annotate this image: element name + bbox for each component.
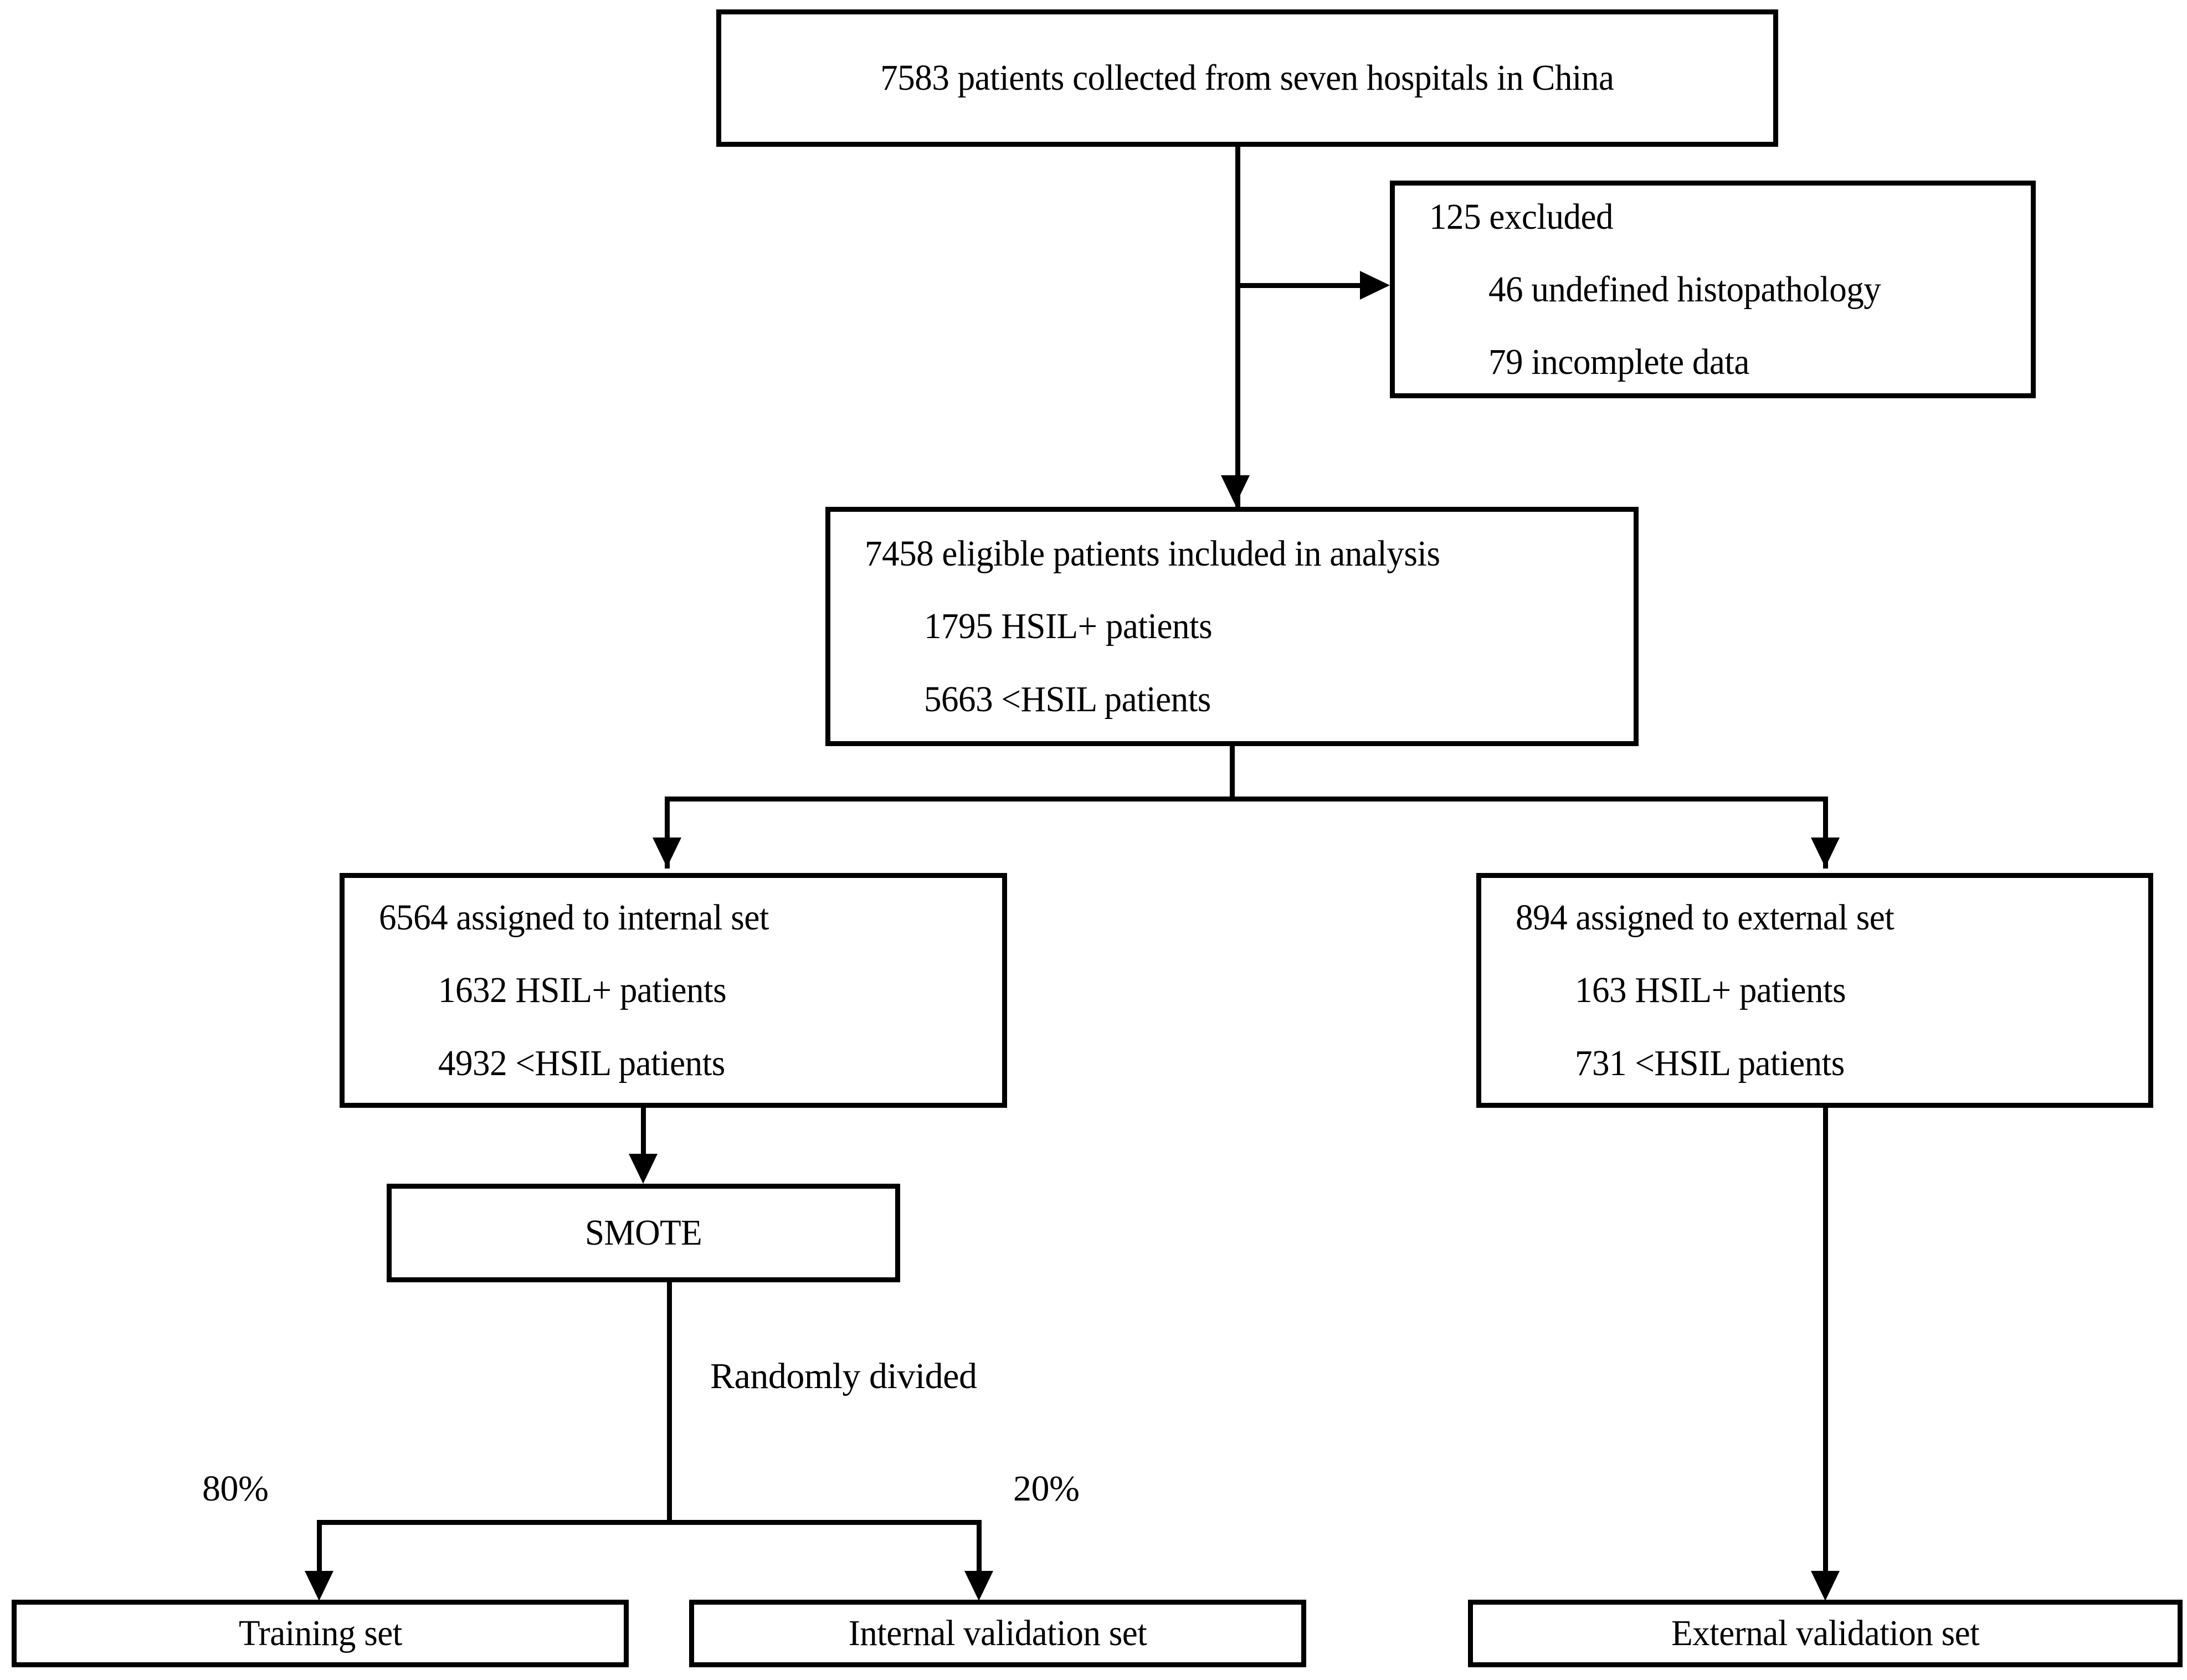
node-internal-validation-set-label: Internal validation set: [848, 1613, 1147, 1654]
node-source-cohort[interactable]: 7583 patients collected from seven hospi…: [716, 9, 1778, 147]
connector-eligible-split-bar: [665, 797, 1828, 802]
connector-smote-stem: [667, 1282, 672, 1525]
connector-internal-to-smote: [641, 1108, 646, 1159]
node-internal-validation-set[interactable]: Internal validation set: [689, 1600, 1306, 1667]
connector-to-excluded: [1235, 283, 1364, 288]
connector-source-to-eligible: [1235, 147, 1240, 512]
edge-label-train-split: 80%: [202, 1468, 269, 1509]
node-internal-set-line-1: 6564 assigned to internal set: [379, 897, 769, 938]
node-internal-set-line-3: 4932 <HSIL patients: [438, 1042, 725, 1083]
arrowhead-into-internal-set: [653, 838, 681, 867]
node-eligible-patients[interactable]: 7458 eligible patients included in analy…: [825, 507, 1639, 746]
arrowhead-into-training-set: [305, 1571, 333, 1601]
connector-external-to-validation: [1823, 1108, 1828, 1590]
node-external-set-line-2: 163 HSIL+ patients: [1574, 970, 1846, 1011]
node-eligible-line-2: 1795 HSIL+ patients: [923, 606, 1213, 647]
node-eligible-line-1: 7458 eligible patients included in analy…: [865, 533, 1440, 574]
connector-to-external-set: [1823, 797, 1828, 869]
node-internal-set-line-2: 1632 HSIL+ patients: [438, 970, 727, 1011]
connector-split-bar-train-val: [317, 1520, 982, 1525]
edge-label-validation-split: 20%: [1013, 1468, 1080, 1509]
arrowhead-into-excluded: [1360, 271, 1390, 300]
node-source-cohort-line-1: 7583 patients collected from seven hospi…: [880, 58, 1614, 99]
edge-label-randomly-divided: Randomly divided: [710, 1356, 977, 1396]
node-training-set-label: Training set: [238, 1613, 402, 1654]
connector-to-training-set: [317, 1520, 322, 1590]
node-external-set-line-1: 894 assigned to external set: [1516, 897, 1895, 938]
node-external-set[interactable]: 894 assigned to external set 163 HSIL+ p…: [1476, 873, 2153, 1108]
connector-eligible-stem: [1230, 746, 1235, 802]
arrowhead-into-external-set: [1811, 838, 1840, 867]
node-excluded-line-3: 79 incomplete data: [1488, 342, 1749, 383]
node-external-set-line-3: 731 <HSIL patients: [1574, 1042, 1845, 1083]
arrowhead-into-smote: [629, 1154, 658, 1184]
connector-to-internal-set: [665, 797, 670, 869]
node-training-set[interactable]: Training set: [12, 1600, 629, 1667]
node-external-validation-set-label: External validation set: [1671, 1613, 1980, 1654]
node-excluded-line-2: 46 undefined histopathology: [1488, 269, 1881, 310]
arrowhead-into-internal-validation-set: [964, 1571, 993, 1601]
arrowhead-into-external-validation-set: [1811, 1571, 1840, 1601]
connector-to-internal-validation-set: [977, 1520, 982, 1590]
arrowhead-into-eligible: [1221, 475, 1250, 505]
node-eligible-line-3: 5663 <HSIL patients: [923, 679, 1211, 720]
node-excluded-line-1: 125 excluded: [1429, 196, 1614, 237]
node-excluded[interactable]: 125 excluded 46 undefined histopathology…: [1390, 181, 2036, 398]
node-internal-set[interactable]: 6564 assigned to internal set 1632 HSIL+…: [340, 873, 1007, 1108]
node-external-validation-set[interactable]: External validation set: [1468, 1600, 2183, 1667]
node-smote-label: SMOTE: [584, 1213, 702, 1253]
node-smote[interactable]: SMOTE: [387, 1184, 900, 1282]
